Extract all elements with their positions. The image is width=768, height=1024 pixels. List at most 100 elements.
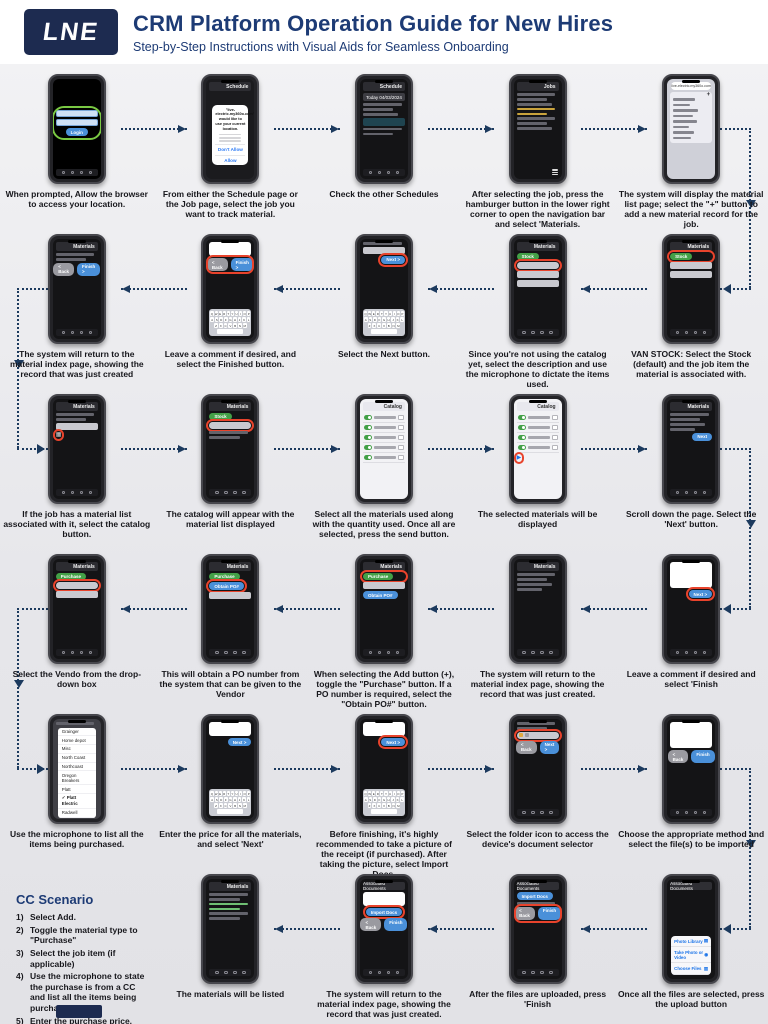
phone-notch [67,720,86,723]
dropdown-item: Northcoast [57,763,96,772]
toolbar-icon [242,970,246,974]
key: E [372,791,376,796]
key: J [237,317,242,322]
button-wrap: Obtain PO# [362,591,405,599]
text-line [55,253,95,256]
browser-toolbar [55,488,98,496]
screen-title: Materials [226,563,249,570]
key: L [246,317,251,322]
screen-title: Catalog [383,403,402,410]
key: T [226,311,230,316]
step-caption: The materials will be listed [176,989,285,999]
material-list [516,413,559,453]
phone-screen: Login [52,79,101,179]
screen-title: Jobs [543,83,556,90]
key: K [395,797,400,802]
key: S [368,317,373,322]
input-field [516,280,559,287]
phone-notch [682,880,701,883]
input-field [55,110,98,118]
button-wrap: Login [56,128,98,137]
key: Q [364,311,368,316]
phone-notch [221,880,240,883]
spacer [209,601,251,645]
key: Z [367,803,372,808]
toggle-switch [363,445,372,450]
text-lines [362,127,405,135]
phone-notch [67,80,86,83]
key: H [233,797,237,802]
quantity-box [397,425,404,430]
screen-title-bar: Catalog [362,402,405,411]
key: L [400,797,405,802]
text-line [362,132,394,135]
toolbar-icon [675,650,680,654]
step-caption: Choose the appropriate method and select… [618,829,765,850]
screen-title-bar: Materials [209,882,252,891]
quantity-box [551,435,558,440]
quantity-box [397,455,404,460]
phone-mockup: live-electric.my360o.com+ [662,74,721,184]
key: V [228,803,233,808]
text-line [516,727,547,730]
section-bar: Associated Documents [516,881,559,891]
key: C [223,323,228,328]
action-button: Finish [537,906,562,920]
toolbar-icon [522,810,526,814]
key: J [391,317,395,322]
text-line [527,446,550,449]
keyboard-row [364,809,404,814]
spacer [209,273,251,307]
text-line [209,902,249,905]
menu-item-line [673,103,691,106]
browser-toolbar [516,968,559,976]
key: W [368,791,372,796]
flow-connector-vertical [746,448,756,608]
toolbar-icon [61,170,66,174]
step-caption: Scroll down the page. Select the 'Next' … [625,509,757,530]
menu-item-line [673,114,693,117]
action-button: Import Docs [362,905,406,919]
action-button: Next > [378,252,408,267]
keyboard-row [210,329,250,334]
footer-element [56,1005,102,1018]
phone-notch [374,400,393,403]
screen-title-bar: Catalog [516,402,559,411]
text-line [527,426,550,429]
text-line [670,428,696,431]
phone-notch [528,880,547,883]
text-lines [516,573,559,591]
key: N [238,323,242,328]
screen-title-bar: Materials [55,562,98,571]
phone-mockup: Schedule"live-electric.my360o.com" would… [201,74,260,184]
space-key [217,809,244,814]
key: U [388,311,392,316]
toolbar-icon [549,810,553,814]
step-caption: After selecting the job, press the hambu… [465,189,610,230]
material-type-toggle: Stock [516,253,559,260]
text-line [516,578,547,581]
spacer [209,93,251,101]
material-type-toggle: Purchase [209,573,251,580]
key: R [376,791,380,796]
key: U [234,311,239,316]
flow-connector-stub [720,128,751,130]
